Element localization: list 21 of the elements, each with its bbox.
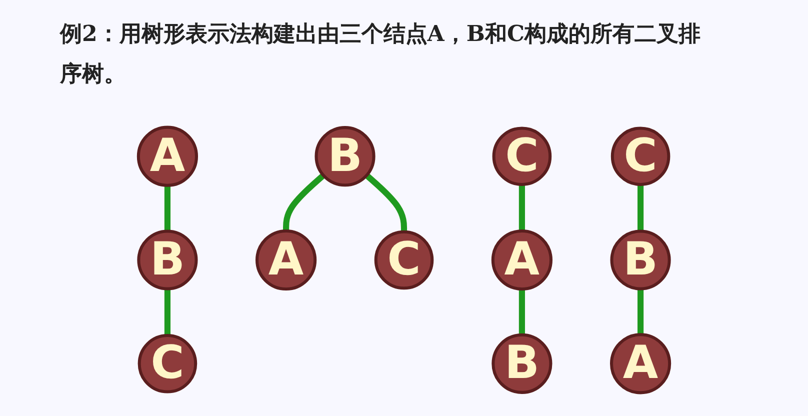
title: 例2：用树形表示法构建出由三个结点A，B和C构成的所有二叉排序树。 [60,20,702,89]
node-circle: B [314,126,376,187]
connector [164,288,170,336]
node-circle: C [610,126,670,186]
node-circle: C [138,334,198,394]
node-circle: A [491,229,552,291]
node-circle: A [136,126,198,187]
connector [638,288,644,335]
connector [283,173,326,231]
connector [364,173,408,232]
connector [164,185,170,232]
node-circle: B [492,333,552,394]
connector [518,289,525,335]
node-circle: A [256,229,317,291]
connector [518,184,525,231]
node-circle: B [137,230,198,290]
node-circle: C [492,126,552,186]
node-circle: B [610,230,671,290]
node-circle: A [610,333,672,394]
node-circle: C [374,230,434,290]
connector [638,184,644,232]
